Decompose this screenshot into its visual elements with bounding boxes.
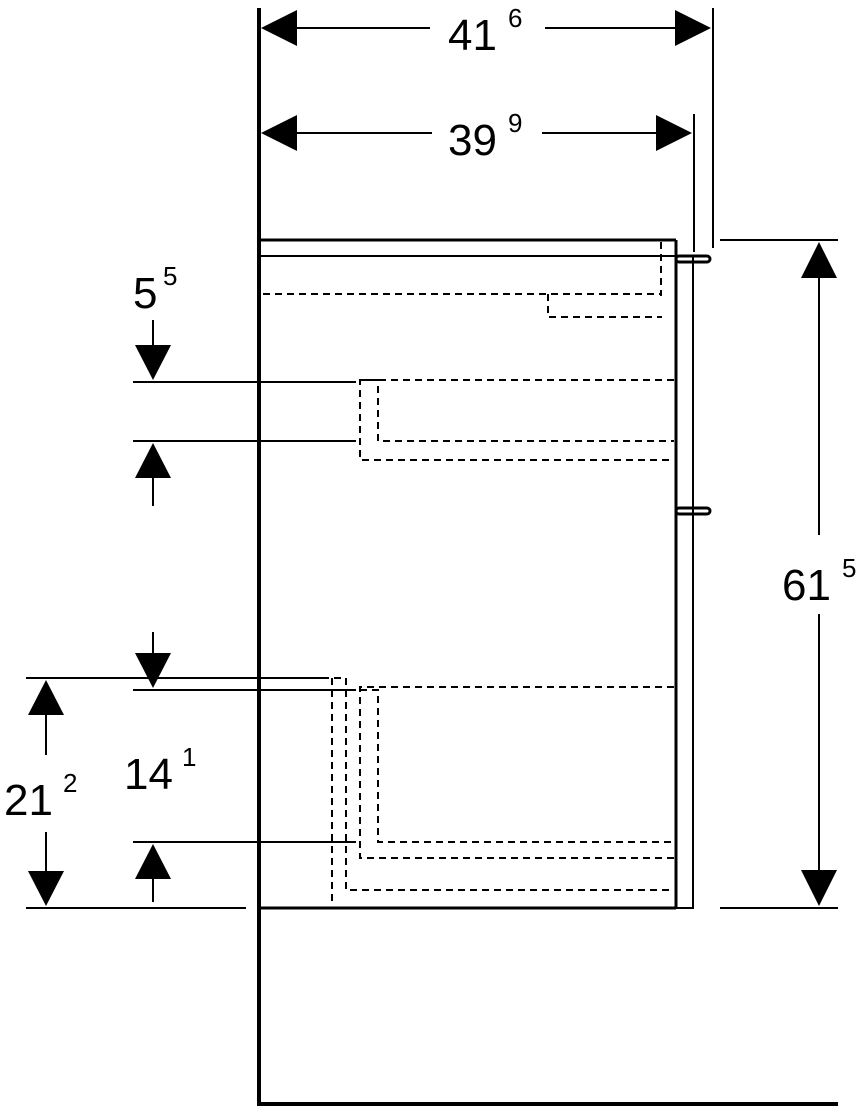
dim-overall-width: 41 6 bbox=[261, 3, 714, 248]
dim-label-sup: 6 bbox=[508, 3, 522, 33]
arrow-top bbox=[28, 680, 64, 715]
top-rail-dash bbox=[547, 294, 662, 318]
dim-label-main: 41 bbox=[448, 11, 497, 60]
arrow-up bbox=[135, 844, 171, 879]
upper-drawer-inner-dash bbox=[360, 379, 674, 442]
arrow-down bbox=[135, 653, 171, 688]
lower-drawer-front-dash bbox=[322, 677, 674, 891]
top-handle bbox=[674, 254, 712, 264]
dim-label-main: 5 bbox=[133, 269, 157, 318]
upper-drawer-outer-dash bbox=[359, 379, 674, 461]
dim-upper-drawer-offset: 5 5 bbox=[133, 261, 356, 506]
arrow-left bbox=[261, 10, 297, 46]
dim-lower-drawer-height: 21 2 bbox=[4, 677, 322, 909]
arrow-bottom bbox=[801, 870, 837, 906]
arrow-top bbox=[801, 242, 837, 278]
arrow-bottom bbox=[28, 871, 64, 906]
dim-label-main: 21 bbox=[4, 776, 53, 825]
dim-lower-drawer-offset: 14 1 bbox=[124, 632, 356, 902]
dim-label-main: 39 bbox=[448, 116, 497, 165]
hidden-internal-lines bbox=[263, 242, 674, 906]
lower-drawer-inner-dash bbox=[360, 689, 674, 843]
middle-handle bbox=[674, 506, 712, 516]
arrow-right bbox=[675, 10, 711, 46]
arrow-right bbox=[656, 115, 692, 151]
dim-label-sup: 5 bbox=[842, 553, 856, 583]
dim-label-main: 14 bbox=[124, 750, 173, 799]
dim-overall-height: 61 5 bbox=[720, 239, 856, 909]
dim-label-sup: 9 bbox=[508, 108, 522, 138]
cabinet-body bbox=[259, 238, 712, 910]
arrow-down bbox=[135, 345, 171, 380]
dim-label-sup: 5 bbox=[163, 261, 177, 291]
arrow-up bbox=[135, 443, 171, 478]
arrow-left bbox=[261, 115, 297, 151]
dim-label-main: 61 bbox=[782, 561, 831, 610]
dim-label-sup: 1 bbox=[182, 742, 196, 772]
lower-drawer-outer-dash bbox=[359, 686, 674, 859]
dim-label-sup: 2 bbox=[63, 768, 77, 798]
wall-and-floor bbox=[257, 8, 838, 1106]
front-panel bbox=[675, 255, 694, 909]
dim-body-width: 39 9 bbox=[261, 108, 695, 252]
